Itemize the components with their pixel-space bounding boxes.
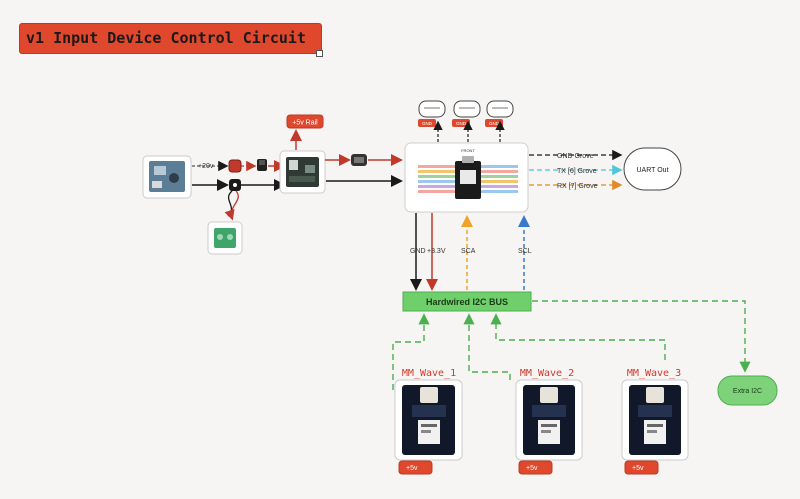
resize-handle[interactable]: [316, 50, 323, 57]
v33-label: +3.3V: [427, 248, 446, 255]
voltage-label-20v: +20v: [198, 163, 214, 170]
tx-grove-label: TX [6] Grove: [557, 168, 597, 175]
gnd-label: GND: [410, 248, 426, 255]
grove-gnd-tag-1: [418, 119, 436, 127]
gnd-grove-label: GND Grove: [557, 153, 594, 160]
mm-wave-sensor-1[interactable]: MM_Wave_1: [394, 368, 463, 461]
grove-connector-2[interactable]: [453, 100, 481, 118]
sca-label: SCA: [461, 248, 476, 255]
extra-i2c-label: Extra I2C: [733, 388, 762, 395]
rail-5v-badge[interactable]: [286, 114, 324, 129]
mm-wave-sensor-2[interactable]: MM_Wave_2: [515, 368, 583, 461]
sensor-3-link: [490, 313, 666, 360]
i2c-bus-label: Hardwired I2C BUS: [426, 297, 508, 307]
sensor-2-name: MM_Wave_2: [520, 368, 574, 379]
extra-i2c-line: [532, 300, 751, 373]
rail-5v-label: +5v Rail: [292, 120, 318, 127]
power-switch-icon[interactable]: [257, 159, 267, 171]
sensor-2-power-badge: [518, 460, 553, 475]
i2c-bus-bar[interactable]: [402, 291, 532, 312]
sensor-1-name: MM_Wave_1: [402, 368, 456, 379]
sensor-1-power-badge: [398, 460, 433, 475]
rx-grove-label: RX [7] Grove: [557, 183, 598, 190]
mm-wave-sensor-3[interactable]: MM_Wave_3: [621, 368, 689, 461]
sensor-1-link: [392, 313, 430, 390]
extra-i2c-node[interactable]: [717, 375, 778, 406]
front-label: FRONT: [461, 148, 475, 153]
sensor-1-power-label: +5v: [406, 465, 418, 472]
grove-gnd-tag-1-label: GND: [422, 121, 433, 126]
scl-label: SCL: [518, 248, 532, 255]
grove-gnd-tag-3-label: GND: [489, 121, 500, 126]
pin-legend-stripes: [418, 165, 518, 193]
uart-out-label: UART Out: [636, 167, 668, 174]
terminal-block[interactable]: [207, 221, 243, 255]
grove-gnd-tag-2-label: GND: [456, 121, 467, 126]
regulator-module[interactable]: [279, 150, 326, 194]
power-supply-module[interactable]: [142, 155, 192, 199]
sensor-2-link: [463, 313, 511, 380]
grove-connector-3[interactable]: [486, 100, 514, 118]
terminal-wire-red: [224, 190, 239, 221]
usb-connector-icon[interactable]: [351, 154, 367, 166]
sensor-2-power-label: +5v: [526, 465, 538, 472]
sensor-3-power-badge: [624, 460, 659, 475]
grove-connector-1[interactable]: [418, 100, 446, 118]
sensor-3-name: MM_Wave_3: [627, 368, 681, 379]
usb-c-port: [462, 156, 474, 163]
uart-out-node[interactable]: [623, 147, 682, 191]
input-connector-icon[interactable]: [228, 159, 242, 191]
mcu-board-card[interactable]: FRONT: [404, 142, 529, 213]
diagram-title[interactable]: v1 Input Device Control Circuit: [19, 23, 322, 54]
sensor-3-power-label: +5v: [632, 465, 644, 472]
